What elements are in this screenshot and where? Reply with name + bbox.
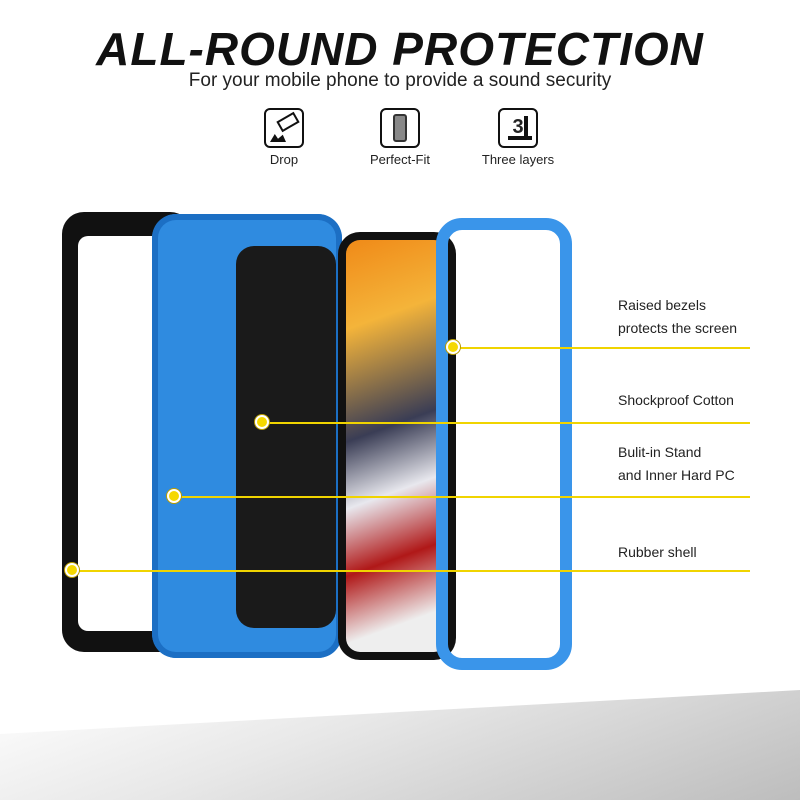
feature-label: Three layers <box>481 152 555 167</box>
callout-dot <box>167 489 181 503</box>
feature-drop: Drop <box>224 108 344 167</box>
three-layers-icon: 3 <box>498 108 538 148</box>
callout-dot <box>65 563 79 577</box>
callout-rubber-shell: Rubber shell <box>618 544 697 560</box>
callout-dot <box>255 415 269 429</box>
drop-icon <box>264 108 304 148</box>
page-subtitle: For your mobile phone to provide a sound… <box>188 70 612 91</box>
phone-screen <box>346 240 448 652</box>
raised-bezel-frame <box>436 218 572 670</box>
callout-shockproof-cotton: Shockproof Cotton <box>618 392 734 408</box>
callout-dot <box>446 340 460 354</box>
shockproof-cotton <box>236 246 336 628</box>
floor-shadow <box>0 690 800 800</box>
feature-three-layers: 3 Three layers <box>458 108 578 167</box>
page-title: ALL-ROUND PROTECTION <box>96 23 704 75</box>
perfect-fit-icon <box>380 108 420 148</box>
feature-label: Perfect-Fit <box>370 152 430 167</box>
feature-label: Drop <box>269 152 299 167</box>
feature-perfect-fit: Perfect-Fit <box>340 108 460 167</box>
